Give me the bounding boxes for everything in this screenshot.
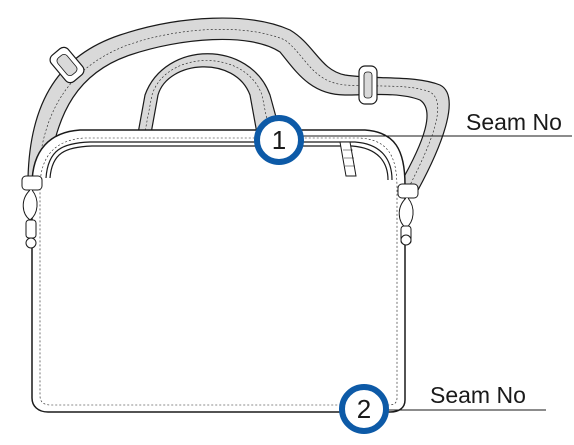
callout-2-ring xyxy=(339,384,389,434)
callout-2: 2 Seam No xyxy=(339,382,546,434)
callout-2-label: Seam No xyxy=(430,382,526,408)
callout-1-ring xyxy=(254,115,304,165)
callout-1-number: 1 xyxy=(272,125,286,155)
strap-slider-left xyxy=(49,46,85,84)
callout-2-number: 2 xyxy=(357,394,371,424)
strap-clip-left xyxy=(21,175,43,249)
callout-1: 1 Seam No xyxy=(254,109,572,165)
strap-slider-right xyxy=(358,65,378,105)
callout-1-label: Seam No xyxy=(466,109,562,135)
zipper-pull xyxy=(339,141,357,177)
strap-clip-right xyxy=(397,183,419,246)
